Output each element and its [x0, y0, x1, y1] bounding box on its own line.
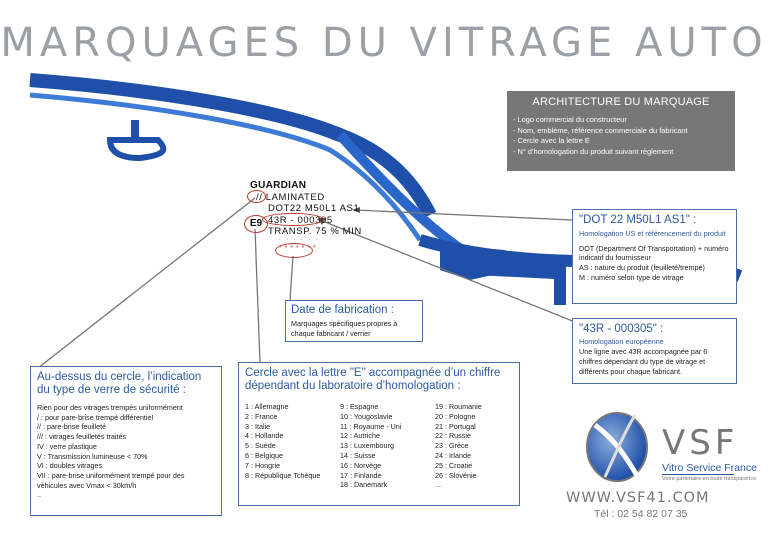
dot-subtitle: Homologation US et référencement du prod…: [579, 229, 726, 238]
date-body: Marquages spécifiques propres à chaque f…: [291, 319, 398, 338]
website-link[interactable]: WWW.VSF41.COM: [566, 490, 710, 506]
list-item: V : Transmission lumineuse < 70%: [37, 451, 148, 461]
list-item: 18 : Danemark: [340, 480, 388, 490]
list-item: 7 : Hongrie: [245, 460, 281, 470]
dot-info-box: "DOT 22 M50L1 AS1" : Homologation US et …: [572, 209, 737, 304]
list-item: 10 : Yougoslavie: [340, 411, 393, 421]
list-item: - Cercle avec la lettre E: [513, 136, 590, 145]
e-mark-circle: E9: [244, 215, 268, 233]
page-title: MARQUAGES DU VITRAGE AUTO: [0, 20, 768, 66]
list-item: 19 : Roumanie: [435, 402, 482, 411]
list-item: /// : vitrages feuilletés traités: [37, 432, 127, 442]
date-info-box: Date de fabrication : Marquages spécifiq…: [285, 300, 423, 342]
marking-line-laminated: // LAMINATED: [250, 192, 362, 204]
architecture-heading: ARCHITECTURE DU MARQUAGE: [532, 96, 710, 108]
vsf-company-name: Vitro Service France: [662, 462, 757, 474]
marking-line-dot: DOT22 M50L1 AS1: [268, 203, 360, 214]
country-list: 1 : Allemagne 9 : Espagne 19 : Roumanie …: [245, 402, 513, 490]
list-item: 12 : Autriche: [340, 431, 380, 441]
43r-highlight-oval: [262, 213, 324, 226]
list-item: 13 : Luxembourg: [340, 441, 394, 451]
list-item: Rien pour des vitrages trempés uniformém…: [37, 403, 183, 412]
list-item: 20 : Pologne: [435, 411, 476, 421]
date-heading: Date de fabrication :: [291, 304, 394, 316]
e-circle-box: Cercle avec la lettre "E" accompagnée d’…: [238, 362, 520, 506]
vsf-tagline: Votre partenaire en toute transparence: [662, 476, 757, 482]
divider: [662, 474, 734, 475]
list-item: - N° d’homologation du produit suivant r…: [513, 146, 674, 156]
list-item: 21 : Portugal: [435, 421, 476, 431]
43r-subtitle: Homologation européenne: [579, 337, 664, 346]
list-item: - Logo commercial du constructeur: [513, 115, 627, 124]
manufacturer-logo: GUARDIAN: [250, 180, 307, 191]
list-item: 1 : Allemagne: [245, 402, 289, 411]
glass-type-box: Au-dessus du cercle, l’indication du typ…: [30, 366, 222, 516]
date-dots: * * * * * * *: [279, 245, 317, 252]
list-item: - Nom, emblème, référence commerciale du…: [513, 125, 688, 135]
list-item: 24 : Irlande: [435, 450, 471, 460]
list-item: 3 : Italie: [245, 421, 271, 431]
43r-info-box: "43R - 000305" : Homologation européenne…: [572, 318, 737, 384]
list-item: 25 : Croatie: [435, 460, 473, 470]
list-item: 8 : République Tchèque: [245, 470, 321, 480]
list-item: IV : verre plastique: [37, 441, 97, 451]
slash-highlight-oval: [247, 190, 266, 203]
architecture-list: - Logo commercial du constructeur - Nom,…: [507, 115, 735, 157]
date-dots-top: . . . . . .: [279, 236, 320, 242]
list-item: ...: [435, 480, 441, 490]
glass-type-list: Rien pour des vitrages trempés uniformém…: [37, 403, 215, 500]
laminated-text: LAMINATED: [265, 191, 325, 203]
list-item: 17 : Finlande: [340, 470, 382, 480]
list-item: ..: [37, 490, 41, 500]
list-item: [245, 480, 340, 490]
list-item: 9 : Espagne: [340, 402, 379, 411]
list-item: 11 : Royaume - Uni: [340, 421, 402, 431]
dot-line: DOT (Department Of Transportation) + num…: [579, 243, 729, 263]
date-highlight-oval: [275, 243, 313, 258]
dot-line: AS : nature du produit (feuilleté/trempé…: [579, 263, 705, 273]
architecture-box: ARCHITECTURE DU MARQUAGE - Logo commerci…: [507, 91, 735, 171]
list-item: / : pour pare-brise trempé différentiel: [37, 412, 154, 422]
dot-heading: "DOT 22 M50L1 AS1" :: [579, 214, 697, 226]
list-item: 14 : Suisse: [340, 450, 376, 460]
list-item: 2 : France: [245, 411, 278, 421]
e-circle-heading: Cercle avec la lettre "E" accompagnée d’…: [245, 367, 501, 392]
list-item: 22 : Russie: [435, 431, 471, 441]
glass-marking: GUARDIAN // LAMINATED DOT22 M50L1 AS1 43…: [250, 180, 362, 238]
list-item: 23 : Grèce: [435, 441, 469, 451]
list-item: 5 : Suède: [245, 441, 276, 451]
list-item: VI : doubles vitrages: [37, 461, 103, 471]
list-item: 26 : Slovénie: [435, 470, 477, 480]
glass-type-heading: Au-dessus du cercle, l’indication du typ…: [37, 371, 202, 396]
43r-heading: "43R - 000305" :: [579, 323, 664, 335]
list-item: // : pare-brise feuilleté: [37, 422, 107, 432]
vsf-logo-icon: [586, 412, 648, 482]
list-item: 6 : Belgique: [245, 450, 283, 460]
dot-line: M : numéro selon type de vitrage: [579, 272, 684, 282]
marking-line-transp: TRANSP. 75 % MIN: [268, 226, 362, 237]
list-item: 16 : Norvège: [340, 460, 382, 470]
vsf-brand: VSF: [662, 423, 739, 463]
43r-body: Une ligne avec 43R accompagnée par 6 chi…: [579, 347, 708, 376]
list-item: VII : pare-brise uniformément trempé pou…: [37, 470, 185, 490]
phone-number: Tél : 02 54 82 07 35: [594, 508, 688, 520]
list-item: 4 : Hollande: [245, 431, 284, 441]
dot-body: DOT (Department Of Transportation) + num…: [579, 244, 730, 283]
